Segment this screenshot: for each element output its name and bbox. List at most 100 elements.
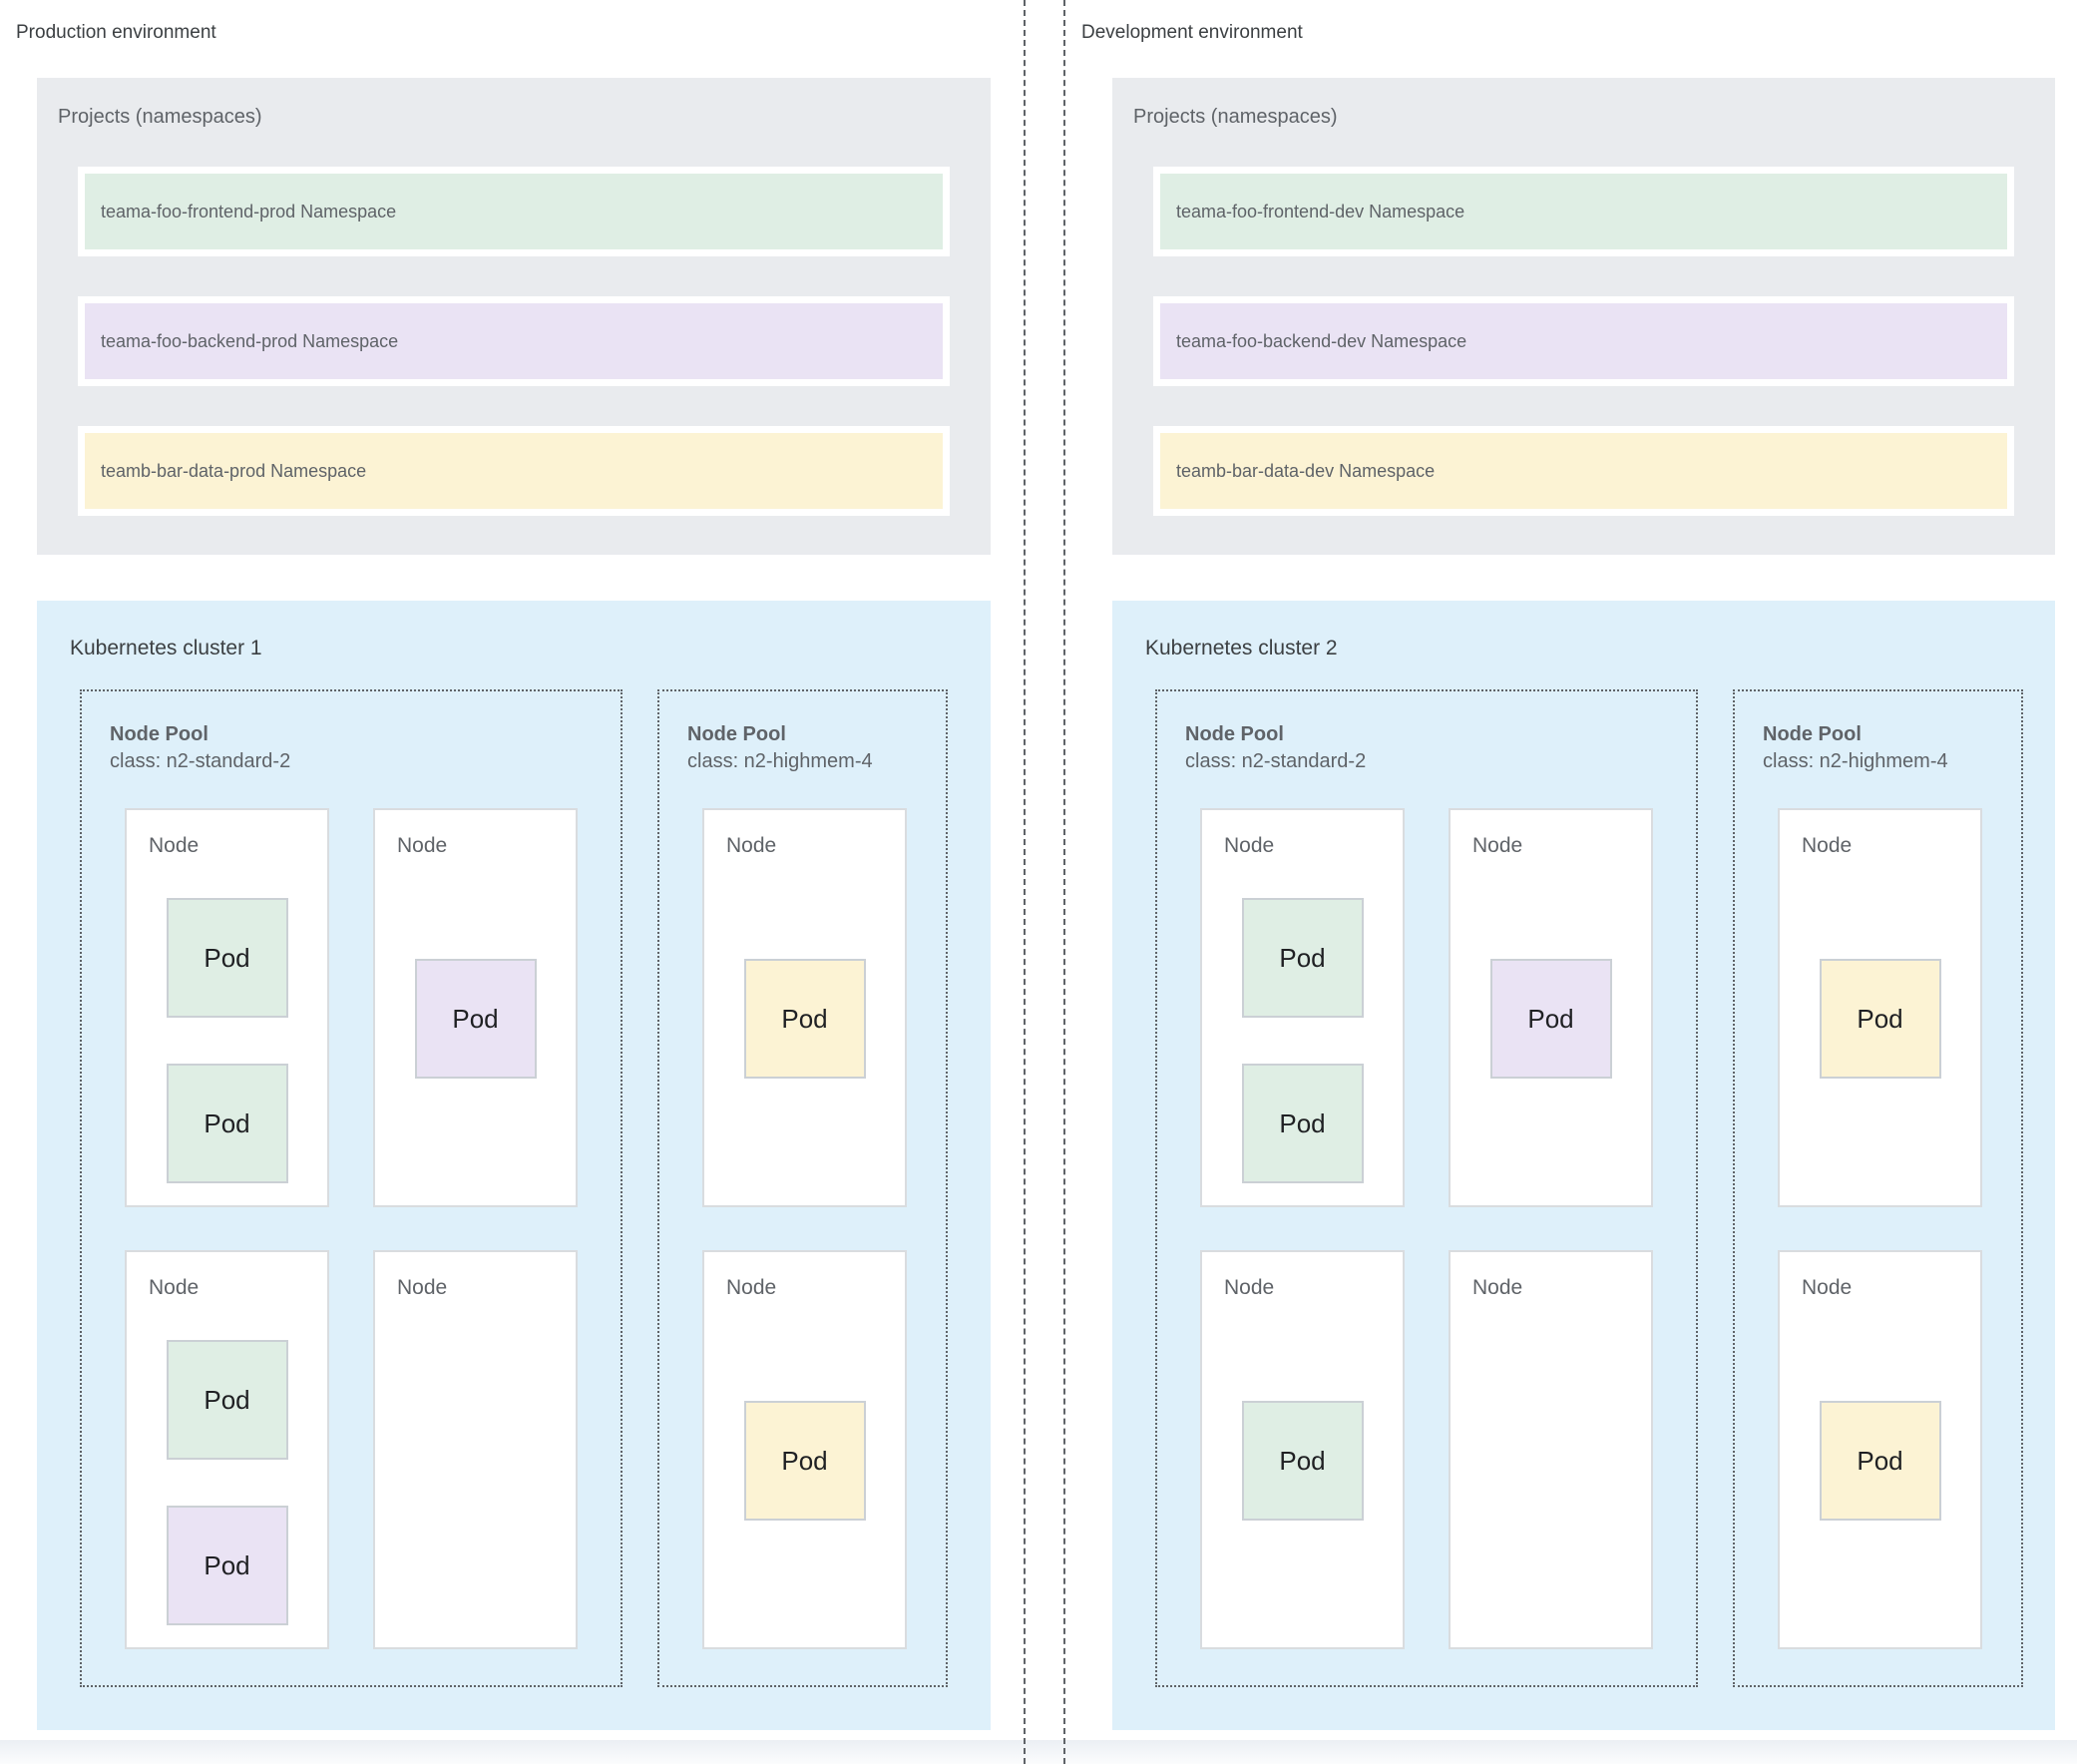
pod-label: Pod [781,1445,828,1476]
pod-label: Pod [1279,1107,1326,1138]
namespace-bar: teamb-bar-data-dev Namespace [1153,426,2014,516]
pod-box: Pod [1489,959,1612,1079]
pod-label: Pod [1857,1445,1903,1476]
pod-box: Pod [1241,1401,1364,1521]
pod-box: Pod [743,1401,866,1521]
namespace-bar: teama-foo-backend-prod Namespace [78,296,950,386]
projects-box: Projects (namespaces) teama-foo-frontend… [37,78,991,555]
node-label: Node [1224,1276,1275,1299]
node-box: Node Pod [373,808,578,1207]
node-label: Node [726,834,777,857]
node-grid: Node Pod Pod Node [1157,808,1696,1649]
node-pools-row: Node Pool class: n2-standard-2 Node Pod [80,689,991,1687]
node-pool-title: Node Pool [110,723,208,745]
namespace-list: teama-foo-frontend-dev Namespace teama-f… [1153,167,2014,516]
pod-box: Pod [166,1340,288,1460]
node-label: Node [1472,834,1523,857]
pod-box: Pod [1241,898,1364,1018]
node-pool-header: Node Pool class: n2-standard-2 [82,691,621,775]
projects-label: Projects (namespaces) [1133,106,1338,128]
node-label: Node [149,834,200,857]
node-pool-class: class: n2-highmem-4 [687,750,873,772]
pod-label: Pod [204,942,250,973]
pod-stack: Pod [375,858,576,1205]
node-pool: Node Pool class: n2-standard-2 Node Pod [80,689,623,1687]
node-box: Node Pod [1778,808,1982,1207]
pod-stack: Pod [704,1300,905,1647]
node-grid: Node Pod Node Pod [1735,808,2021,1649]
namespace-label: teama-foo-frontend-dev Namespace [1176,201,1465,221]
node-grid: Node Pod Pod Node [82,808,621,1649]
namespace-label: teama-foo-frontend-prod Namespace [101,201,397,221]
namespace-list: teama-foo-frontend-prod Namespace teama-… [78,167,950,516]
pod-label: Pod [1857,1003,1903,1034]
pod-stack: Pod Pod [1202,858,1403,1205]
node-pool-title: Node Pool [1185,723,1284,745]
pod-box: Pod [1819,1401,1941,1521]
node-box: Node Pod [702,1250,907,1649]
pod-label: Pod [781,1003,828,1034]
node-pool: Node Pool class: n2-highmem-4 Node Pod [657,689,948,1687]
node-box: Node Pod [1778,1250,1982,1649]
namespace-bar: teama-foo-backend-dev Namespace [1153,296,2014,386]
node-pool: Node Pool class: n2-standard-2 Node Pod [1155,689,1698,1687]
node-label: Node [397,1276,448,1299]
node-box: Node [1449,1250,1653,1649]
node-label: Node [1224,834,1275,857]
pod-box: Pod [166,1506,288,1625]
projects-label: Projects (namespaces) [58,106,262,128]
env-title: Production environment [16,22,216,43]
projects-box: Projects (namespaces) teama-foo-frontend… [1112,78,2055,555]
pod-box: Pod [743,959,866,1079]
node-box: Node Pod Pod [125,808,329,1207]
namespace-label: teama-foo-backend-prod Namespace [101,330,399,351]
node-box: Node Pod [702,808,907,1207]
node-box: Node [373,1250,578,1649]
node-label: Node [1802,1276,1853,1299]
pod-stack: Pod [1780,1300,1980,1647]
environment-production: Production environment Projects (namespa… [0,0,1024,1730]
pod-box: Pod [166,898,288,1018]
kubernetes-cluster-box: Kubernetes cluster 2 Node Pool class: n2… [1112,601,2055,1730]
namespace-bar: teama-foo-frontend-dev Namespace [1153,167,2014,256]
pod-stack: Pod Pod [127,858,327,1205]
node-pool-class: class: n2-standard-2 [1185,750,1367,772]
environment-development: Development environment Projects (namesp… [1065,0,2077,1730]
pod-stack: Pod [704,858,905,1205]
namespace-bar: teamb-bar-data-prod Namespace [78,426,950,516]
pod-box: Pod [414,959,537,1079]
bottom-fade [0,1740,2077,1764]
node-label: Node [149,1276,200,1299]
pod-stack: Pod Pod [127,1300,327,1647]
pod-label: Pod [1279,1445,1326,1476]
node-pool-header: Node Pool class: n2-standard-2 [1157,691,1696,775]
namespace-label: teamb-bar-data-prod Namespace [101,460,367,481]
node-box: Node Pod Pod [125,1250,329,1649]
namespace-label: teamb-bar-data-dev Namespace [1176,460,1436,481]
node-pool-header: Node Pool class: n2-highmem-4 [1735,691,2021,775]
node-grid: Node Pod Node Pod [659,808,946,1649]
namespace-bar: teama-foo-frontend-prod Namespace [78,167,950,256]
pod-label: Pod [1279,942,1326,973]
node-pool: Node Pool class: n2-highmem-4 Node Pod [1733,689,2023,1687]
pod-label: Pod [1527,1003,1574,1034]
node-label: Node [726,1276,777,1299]
pod-label: Pod [452,1003,499,1034]
node-pool-title: Node Pool [1763,723,1862,745]
environment-divider [1024,0,1065,1764]
cluster-title: Kubernetes cluster 2 [1145,637,1338,660]
env-title: Development environment [1081,22,1303,43]
node-pool-header: Node Pool class: n2-highmem-4 [659,691,946,775]
node-label: Node [397,834,448,857]
pod-stack: Pod [1202,1300,1403,1647]
node-pool-title: Node Pool [687,723,786,745]
node-pool-class: class: n2-standard-2 [110,750,291,772]
pod-box: Pod [1819,959,1941,1079]
pod-label: Pod [204,1549,250,1580]
node-label: Node [1802,834,1853,857]
cluster-title: Kubernetes cluster 1 [70,637,262,660]
pod-stack: Pod [1780,858,1980,1205]
pod-label: Pod [204,1384,250,1415]
pod-box: Pod [1241,1064,1364,1183]
